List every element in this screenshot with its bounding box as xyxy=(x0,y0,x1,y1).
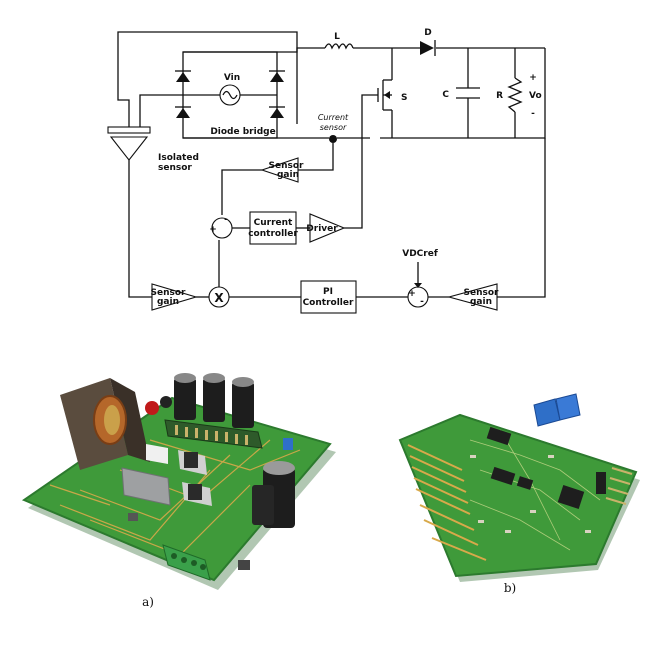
control-board-caption: b) xyxy=(504,581,516,595)
sensor-gain-current-block xyxy=(260,157,299,183)
current-sensor-label-line1: Current xyxy=(318,113,349,122)
sensor-gain-current-label-line1: Sensor xyxy=(269,161,305,171)
inductor xyxy=(324,43,354,50)
reference-label: VDCref xyxy=(402,249,438,259)
isolated-sensor xyxy=(107,126,151,161)
capacitor xyxy=(456,87,480,99)
isolated-sensor-label-line2: sensor xyxy=(158,163,192,173)
pi-controller-label-line1: PI xyxy=(323,287,333,297)
voltage-summing-junction xyxy=(407,283,429,308)
switch-label: S xyxy=(401,93,407,103)
source-label: Vin xyxy=(224,73,240,83)
sensor-gain-output-label-line2: gain xyxy=(470,297,492,307)
voltage-sum-minus: - xyxy=(420,297,424,307)
multiplier-label: X xyxy=(214,291,224,305)
transformer xyxy=(60,378,150,470)
sensor-gain-output-block xyxy=(446,283,498,311)
ac-source xyxy=(219,84,241,106)
schematic-wires xyxy=(117,31,546,298)
current-sum-minus: - xyxy=(224,215,228,225)
current-summing-junction xyxy=(211,217,233,239)
output-voltage-label: Vo xyxy=(529,91,542,101)
current-controller-label-line2: controller xyxy=(248,229,298,239)
power-board-photo xyxy=(21,373,336,590)
current-controller-label-line1: Current xyxy=(254,218,293,228)
voltage-sum-plus: + xyxy=(408,289,416,299)
sensor-gain-input-label-line1: Sensor xyxy=(151,288,187,298)
current-sensor-label-line2: sensor xyxy=(320,123,347,132)
resistor-label: R xyxy=(496,91,503,101)
trimmer-potentiometers xyxy=(533,393,581,427)
mosfet-switch xyxy=(377,79,392,111)
power-board-caption: a) xyxy=(142,595,154,609)
sensor-gain-input-block xyxy=(151,283,198,311)
sensor-gain-output-label-line1: Sensor xyxy=(464,288,500,298)
driver-block xyxy=(309,213,346,243)
output-plus-sign: + xyxy=(529,73,537,83)
resistor xyxy=(507,77,523,113)
isolated-sensor-label-line1: Isolated xyxy=(158,153,199,163)
diode-bridge-label: Diode bridge xyxy=(210,127,275,137)
driver-label: Driver xyxy=(306,224,338,234)
pi-controller-label-line2: Controller xyxy=(303,298,354,308)
current-sensor xyxy=(329,135,337,143)
electrolytic-capacitors xyxy=(174,373,295,528)
control-board-photo xyxy=(398,393,640,582)
diode-symbol xyxy=(420,40,436,56)
capacitor-label: C xyxy=(442,90,449,100)
diode-label: D xyxy=(424,28,431,38)
diode-bridge xyxy=(175,70,285,118)
pi-controller-block xyxy=(300,280,357,314)
multiplier-junction xyxy=(208,286,230,308)
output-minus-sign: - xyxy=(531,109,535,119)
sensor-gain-input-label-line2: gain xyxy=(157,297,179,307)
inductor-label: L xyxy=(334,32,340,42)
current-sum-plus: + xyxy=(209,225,217,235)
circuit-schematic: L D Diode bridge Vin S xyxy=(107,28,546,314)
terminal-block xyxy=(162,544,211,581)
current-controller-block xyxy=(249,211,297,245)
sensor-gain-current-label-line2: gain xyxy=(277,170,299,180)
